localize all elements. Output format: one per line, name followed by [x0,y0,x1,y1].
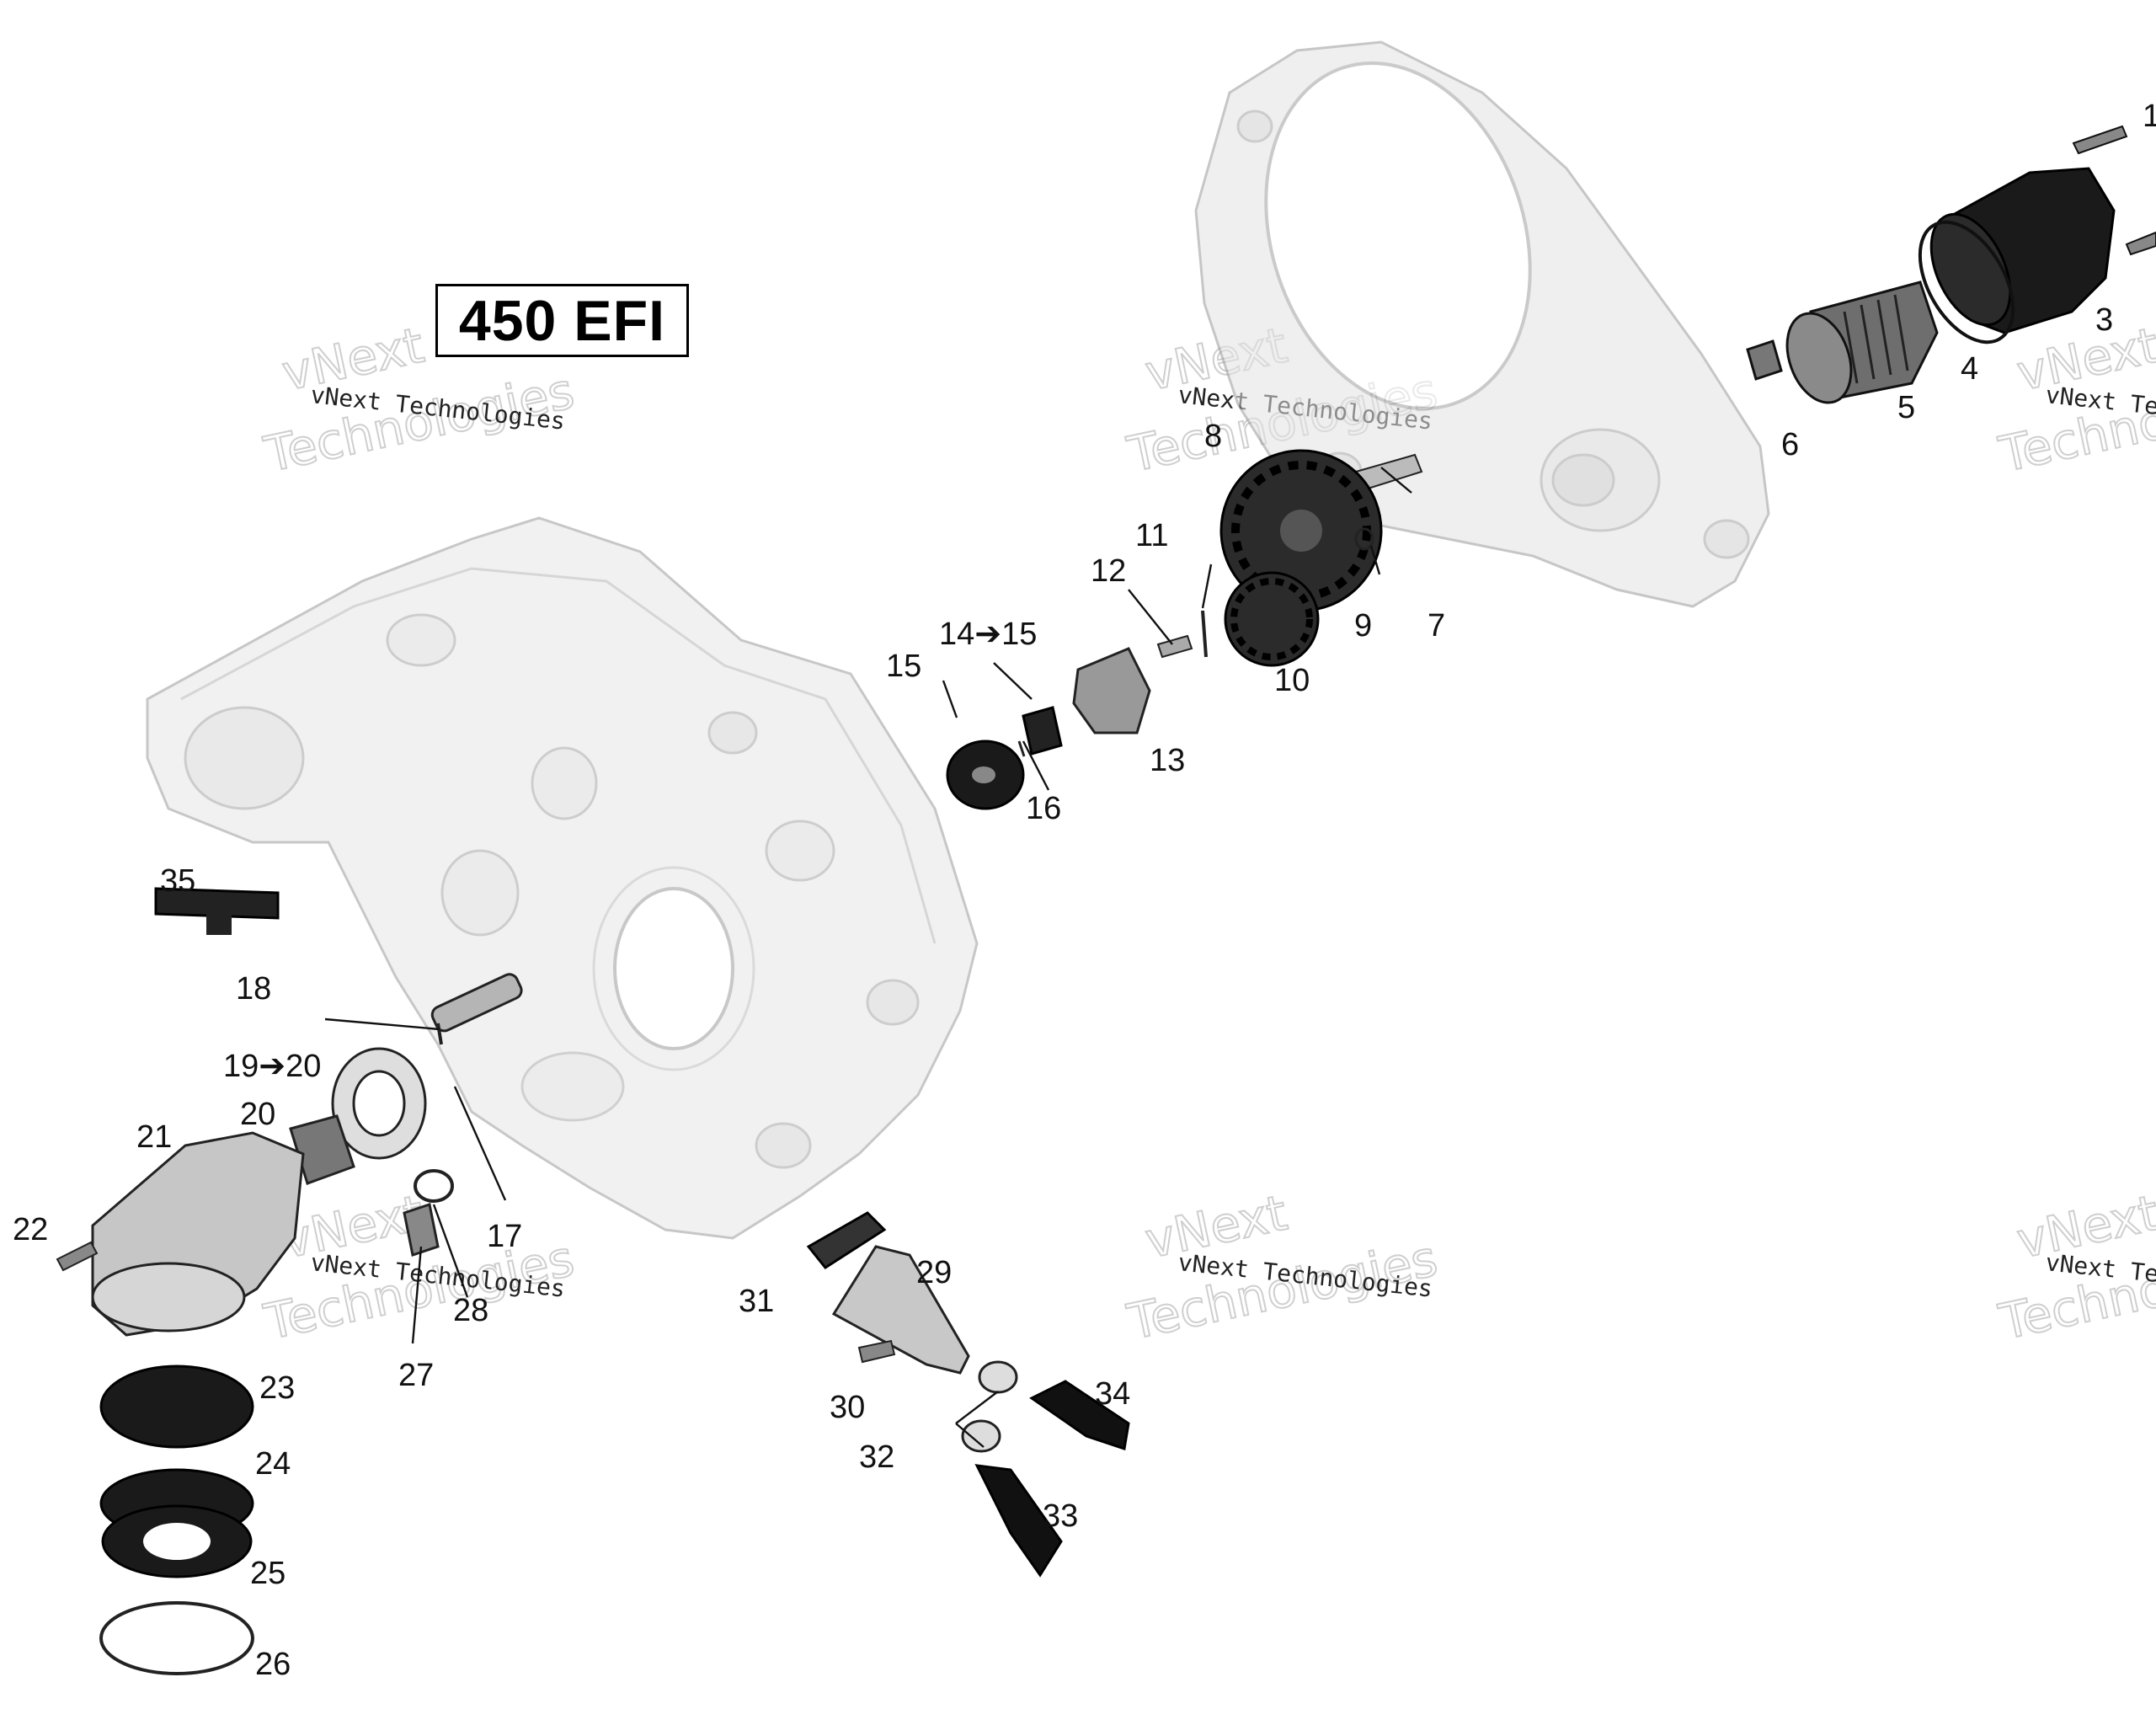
callout-6: 6 [1781,427,1799,462]
callout-15: 15 [886,649,921,684]
model-label-box: 450 EFI [435,284,689,357]
callout-29: 29 [916,1255,952,1290]
callout-18: 18 [236,971,271,1007]
callout-25: 25 [250,1556,286,1591]
callout-23: 23 [259,1370,295,1406]
callout-17: 17 [487,1219,522,1254]
callout-35: 35 [160,863,195,899]
callout-33: 33 [1043,1498,1078,1534]
callout-10: 10 [1274,663,1310,698]
callout-21: 21 [136,1119,172,1155]
callout-26: 26 [255,1647,291,1682]
callout-8: 8 [1204,419,1222,454]
callout-labels: 1 3 4 5 6 7 8 9 10 11 12 13 14➔15 15 16 … [13,99,2156,1682]
callout-14-to-15: 14➔15 [939,617,1037,652]
oil-filter-assembly [1354,125,2156,492]
callout-27: 27 [398,1358,434,1393]
oil-pump-small-parts [946,610,1208,810]
breather-hoses [806,1211,1130,1578]
callout-30: 30 [830,1390,865,1425]
callout-19-to-20: 19➔20 [223,1049,321,1084]
callout-28: 28 [453,1293,488,1328]
callout-16: 16 [1026,791,1061,826]
callout-12: 12 [1091,553,1126,589]
oil-pump-gears [1219,449,1383,667]
callout-1: 1 [2143,99,2156,134]
callout-13: 13 [1150,743,1185,778]
watermark-bottom-center: vNext Technologies [1122,1183,1444,1352]
callout-22: 22 [13,1212,48,1247]
callout-24: 24 [255,1446,291,1482]
callout-5: 5 [1897,390,1915,425]
callout-9: 9 [1354,608,1372,644]
callout-4: 4 [1961,351,1978,387]
callout-20: 20 [240,1097,275,1132]
callout-11: 11 [1135,518,1168,553]
lower-left-parts [56,887,523,1675]
callout-7: 7 [1428,608,1445,644]
callout-3: 3 [2095,302,2113,338]
callout-32: 32 [859,1439,894,1475]
callout-34: 34 [1095,1376,1130,1412]
callout-31: 31 [739,1284,774,1319]
leader-lines [324,467,1412,1448]
model-label: 450 EFI [458,288,666,353]
crankcase-left-half [146,516,979,1240]
